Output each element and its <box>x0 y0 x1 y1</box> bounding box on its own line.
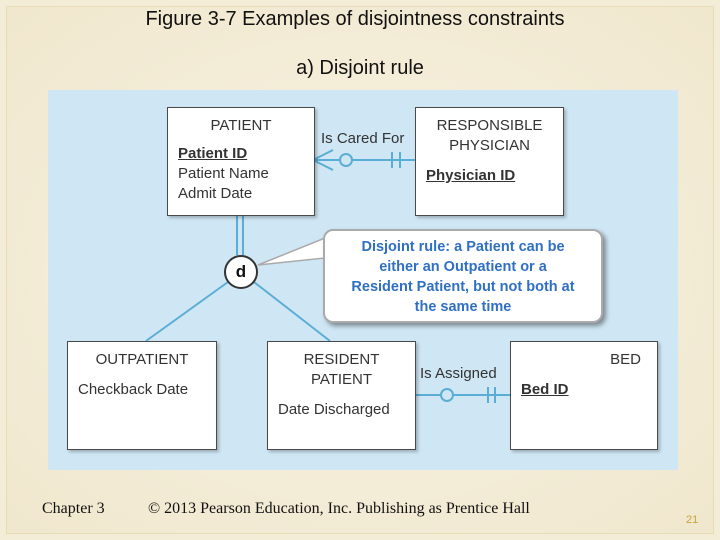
attr-admit-date: Admit Date <box>178 185 253 202</box>
entity-patient-name: PATIENT <box>210 117 272 134</box>
callout-pointer <box>257 236 326 266</box>
attr-checkback-date: Checkback Date <box>78 381 189 398</box>
callout-line-4: the same time <box>414 299 512 315</box>
entity-patient[interactable]: PATIENT Patient ID Patient Name Admit Da… <box>167 107 315 216</box>
entity-resident-name-1: RESIDENT <box>303 351 380 368</box>
disjoint-rule-callout: Disjoint rule: a Patient can be either a… <box>323 229 603 323</box>
subtype-line-outpatient <box>145 281 229 342</box>
entity-bed[interactable]: BED Bed ID <box>510 341 658 450</box>
subtype-line-resident <box>253 281 331 342</box>
entity-physician-name-1: RESPONSIBLE <box>436 117 543 134</box>
slide-subtitle: a) Disjoint rule <box>296 57 424 79</box>
rel-is-cared-for: Is Cared For <box>321 130 405 147</box>
attr-patient-name: Patient Name <box>178 165 269 182</box>
rel-is-assigned: Is Assigned <box>420 365 497 382</box>
entity-outpatient[interactable]: OUTPATIENT Checkback Date <box>67 341 217 450</box>
callout-line-2: either an Outpatient or a <box>379 259 547 275</box>
optional-circle-bed <box>440 388 454 402</box>
disjoint-symbol: d <box>224 255 258 289</box>
attr-date-discharged: Date Discharged <box>278 401 390 418</box>
slide-title: Figure 3-7 Examples of disjointness cons… <box>145 8 565 30</box>
attr-physician-id: Physician ID <box>426 167 516 184</box>
optional-circle <box>339 153 353 167</box>
attr-patient-id: Patient ID <box>178 145 248 162</box>
entity-outpatient-name: OUTPATIENT <box>95 351 189 368</box>
callout-line-3: Resident Patient, but not both at <box>351 279 575 295</box>
crowfoot-top <box>312 149 334 161</box>
footer-copyright: © 2013 Pearson Education, Inc. Publishin… <box>148 500 530 517</box>
entity-resident-patient[interactable]: RESIDENT PATIENT Date Discharged <box>267 341 416 450</box>
entity-resident-name-2: PATIENT <box>310 371 373 388</box>
attr-bed-id: Bed ID <box>521 381 569 398</box>
entity-physician-name-2: PHYSICIAN <box>449 137 530 154</box>
footer-chapter: Chapter 3 <box>42 500 105 517</box>
page-number: 21 <box>686 514 699 526</box>
crowfoot-bottom <box>312 159 334 171</box>
entity-physician[interactable]: RESPONSIBLE PHYSICIAN Physician ID <box>415 107 564 216</box>
callout-line-1: Disjoint rule: a Patient can be <box>361 239 565 255</box>
entity-bed-name: BED <box>610 351 641 368</box>
